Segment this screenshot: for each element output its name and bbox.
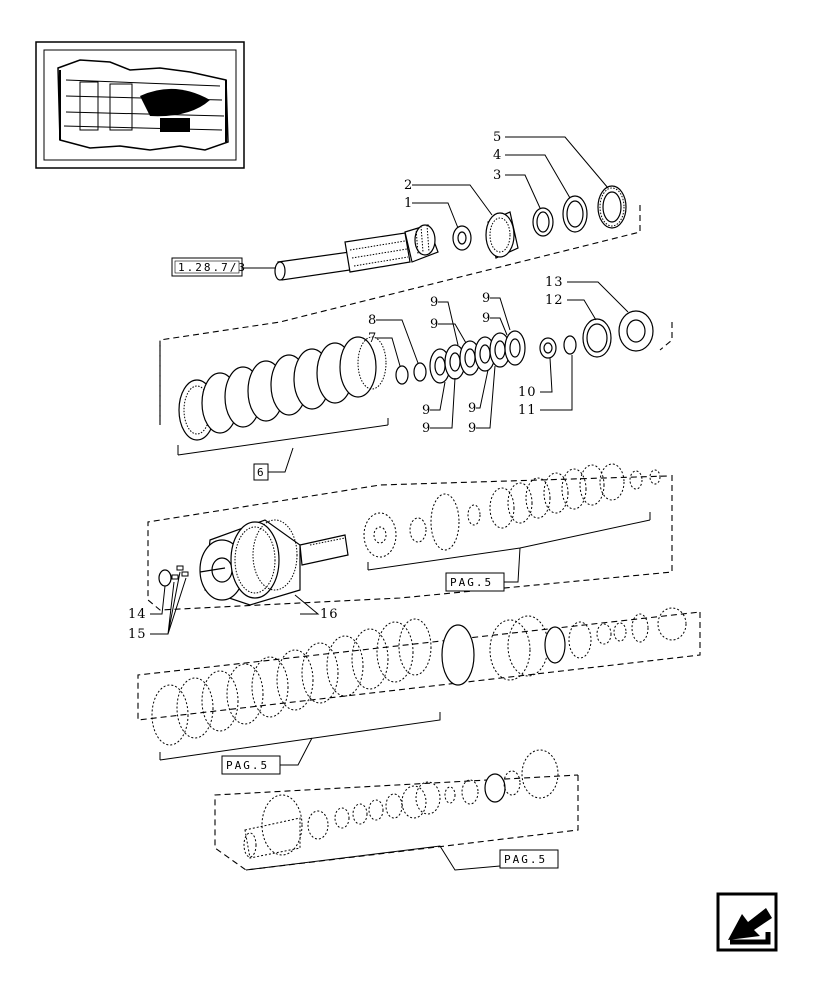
transmission-thumbnail[interactable]	[35, 41, 245, 169]
parts-9-discs	[429, 330, 526, 384]
part-2-gear	[485, 211, 519, 259]
part-4-ring	[562, 195, 588, 233]
return-arrow-icon[interactable]	[716, 892, 778, 952]
section-4-clutch-pack	[151, 607, 687, 746]
leader-lines-top	[412, 136, 609, 229]
callout-4: 4	[493, 148, 502, 163]
clutch-pack-6	[178, 336, 387, 441]
callout-12: 12	[545, 293, 564, 308]
callout-9g: 9	[468, 401, 477, 416]
callout-9h: 9	[468, 421, 477, 436]
part-3-ring	[532, 207, 554, 237]
callout-9e: 9	[422, 403, 431, 418]
part-1-bearing	[452, 225, 472, 251]
parts-7-8-snaprings	[395, 362, 427, 385]
callout-15: 15	[128, 627, 147, 642]
callout-10: 10	[518, 385, 537, 400]
leader-lines-middle	[376, 281, 629, 429]
callout-1: 1	[404, 196, 413, 211]
part-5-synchro-ring	[597, 185, 627, 229]
section-5-output-shaft	[243, 749, 559, 859]
part-16-drum	[199, 519, 349, 606]
leader-lines-lower	[150, 571, 320, 635]
callout-9b: 9	[430, 317, 439, 332]
callout-2: 2	[404, 178, 413, 193]
callout-3: 3	[493, 168, 502, 183]
parts-10-11-12-13	[539, 310, 654, 359]
callout-7: 7	[368, 331, 377, 346]
box-6[interactable]: 6	[253, 447, 294, 481]
ref-label-1-28-7-3: 1.28.7/3	[178, 261, 247, 274]
callout-5: 5	[493, 130, 502, 145]
callout-9f: 9	[422, 421, 431, 436]
section-3-dotted-parts	[363, 463, 661, 558]
callout-11: 11	[518, 403, 537, 418]
callout-9d: 9	[482, 311, 491, 326]
callout-13: 13	[545, 275, 564, 290]
pag5-box-c[interactable]: PAG.5	[499, 849, 559, 869]
callout-9a: 9	[430, 295, 439, 310]
pag5-label-b: PAG.5	[226, 759, 269, 772]
ref-box-1-28-7-3[interactable]: 1.28.7/3	[171, 257, 276, 277]
callout-14: 14	[128, 607, 147, 622]
callout-8: 8	[368, 313, 377, 328]
callout-9c: 9	[482, 291, 491, 306]
pag5-box-a[interactable]: PAG.5	[445, 547, 521, 592]
parts-14-15	[158, 565, 189, 587]
callout-16: 16	[320, 607, 339, 622]
box-6-label: 6	[257, 466, 266, 479]
pag5-label-c: PAG.5	[504, 853, 547, 866]
main-shaft	[274, 224, 439, 281]
pag5-box-b[interactable]: PAG.5	[221, 737, 313, 775]
pag5-label-a: PAG.5	[450, 576, 493, 589]
